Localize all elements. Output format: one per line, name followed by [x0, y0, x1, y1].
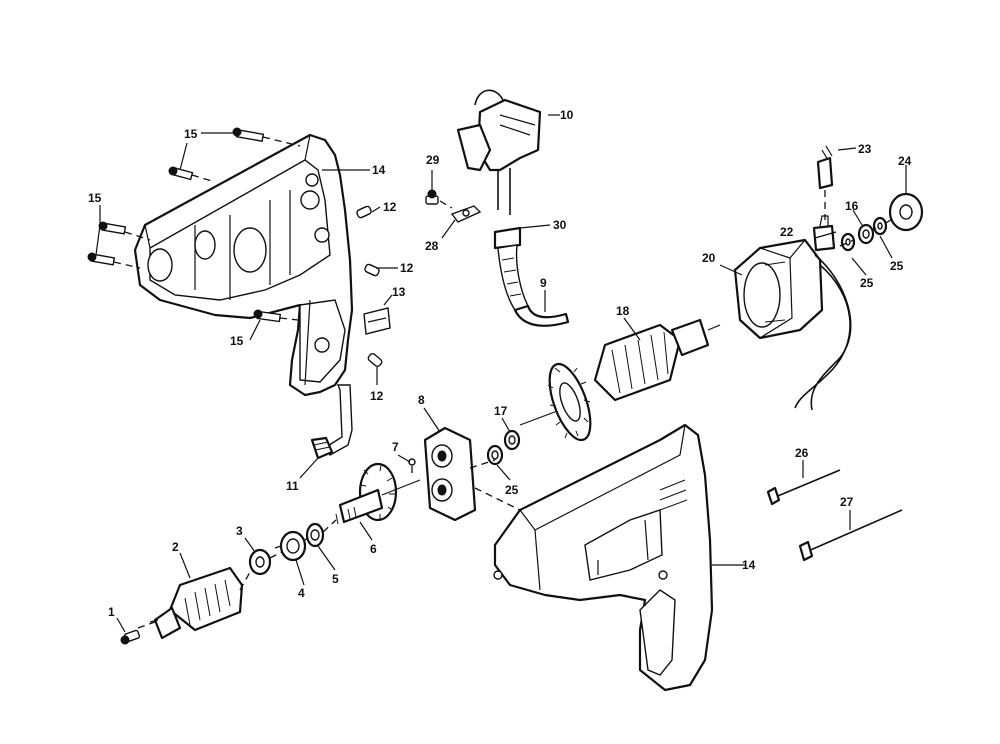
pinion-11 [310, 384, 353, 460]
callout-3: 3 [236, 524, 243, 538]
chuck-2 [149, 566, 244, 640]
field-20 [733, 238, 852, 411]
callout-9: 9 [540, 276, 547, 290]
washer-16 [857, 223, 875, 245]
switch-10 [456, 89, 542, 215]
pin-12-b [364, 263, 380, 277]
left-housing-half [133, 133, 354, 397]
spindle-6 [335, 462, 421, 525]
callout-15a: 15 [184, 127, 198, 141]
callout-11: 11 [286, 479, 299, 493]
callout-14b: 14 [742, 558, 756, 572]
callout-14a: 14 [372, 163, 386, 177]
callout-12c: 12 [370, 389, 384, 403]
spring-26 [766, 469, 841, 506]
callout-12a: 12 [383, 200, 397, 214]
pin-12-a [356, 205, 372, 219]
callout-2: 2 [172, 540, 179, 554]
washer-25-mid [486, 444, 504, 466]
callout-22: 22 [780, 225, 794, 239]
callout-12b: 12 [400, 261, 414, 275]
washer-5 [305, 522, 325, 548]
callout-8: 8 [418, 393, 425, 407]
callout-24: 24 [898, 154, 912, 168]
callout-10: 10 [560, 108, 574, 122]
spring-27 [798, 509, 903, 562]
cord-9 [513, 304, 570, 327]
washer-25-right2 [872, 216, 888, 236]
callout-1: 1 [108, 605, 115, 619]
brush-holder-22 [812, 215, 836, 252]
callout-15c: 15 [230, 334, 244, 348]
screw-15-top2 [168, 166, 194, 181]
callout-23: 23 [858, 142, 872, 156]
screw-15-top [232, 127, 265, 143]
callout-25b: 25 [860, 276, 874, 290]
callout-25c: 25 [890, 259, 904, 273]
callout-16: 16 [845, 199, 859, 213]
washer-3 [248, 548, 272, 576]
callout-20: 20 [702, 251, 716, 265]
screw-15-left2 [87, 252, 116, 266]
callout-6: 6 [370, 542, 377, 556]
callout-15b: 15 [88, 191, 102, 205]
callout-17: 17 [494, 404, 508, 418]
right-housing-half [493, 423, 714, 692]
callout-26: 26 [795, 446, 809, 460]
bearing-4 [274, 530, 307, 562]
cord-protector-30 [493, 226, 529, 311]
plate-13 [363, 307, 391, 335]
screw-15-lower [253, 309, 282, 323]
callout-27: 27 [840, 495, 854, 509]
callout-7: 7 [392, 440, 399, 454]
brush-23 [816, 145, 834, 220]
callout-18: 18 [616, 304, 630, 318]
callout-30: 30 [553, 218, 567, 232]
callout-5: 5 [332, 572, 339, 586]
pin-12-c [367, 352, 383, 368]
washer-25-right1 [840, 232, 856, 252]
callout-25a: 25 [505, 483, 519, 497]
screw-1 [120, 629, 141, 645]
screw-29 [425, 189, 439, 205]
clamp-28 [450, 205, 482, 223]
armature-18 [519, 318, 721, 442]
bearing-24 [888, 192, 924, 232]
screw-15-left1 [98, 221, 127, 235]
callout-29: 29 [426, 153, 440, 167]
washer-17 [503, 429, 521, 451]
gear-plate-8 [423, 426, 477, 522]
callout-13: 13 [392, 285, 406, 299]
callout-28: 28 [425, 239, 439, 253]
callout-4: 4 [298, 586, 305, 600]
